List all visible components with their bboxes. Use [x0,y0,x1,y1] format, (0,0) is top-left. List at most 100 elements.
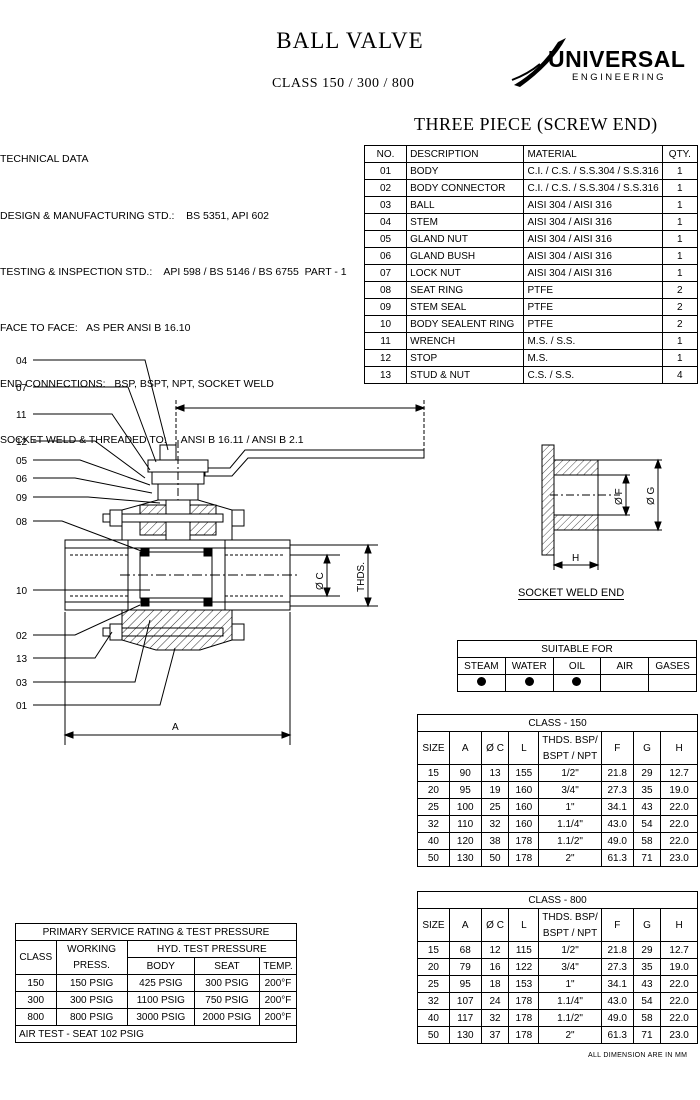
parts-header-material: MATERIAL [523,145,663,163]
dim-header-cell: SIZE [417,908,450,942]
part-no: 06 [363,247,408,265]
callout-10: 10 [16,586,28,597]
pressure-header-class: CLASS [15,940,57,975]
dim-header-cell: G [632,908,662,942]
suitable-dot-icon [524,676,534,686]
dim-cell: 34.1 [600,975,634,993]
dim-cell: 1" [538,798,602,816]
part-material: AISI 304 / AISI 316 [523,264,663,282]
valve-cross-section-drawing: 04 07 11 12 05 06 09 08 10 02 13 03 01 A… [16,356,426,745]
technical-data-line: TESTING & INSPECTION STD.: API 598 / BS … [0,265,347,278]
pressure-cell: 800 [15,1008,57,1026]
dim-f-label: Ø F [614,488,625,505]
suitable-media-row: STEAM WATER OIL AIR GASES [457,657,697,675]
media-air: AIR [600,657,650,675]
pressure-cell: 800 PSIG [55,1008,128,1026]
pressure-cell: 2000 PSIG [193,1008,261,1026]
dim-cell: 22.0 [660,832,698,850]
part-no: 09 [363,298,408,316]
dim-cell: 95 [448,781,482,799]
callout-05: 05 [16,456,28,467]
dim-header-cell: A [448,908,482,942]
part-no: 01 [363,162,408,180]
technical-data-line: SOCKET WELD & THREADED TO: ANSI B 16.11 … [0,433,304,446]
dim-cell: 38 [480,832,510,850]
callout-13: 13 [16,654,28,665]
part-description: GLAND NUT [406,230,525,248]
dim-cell: 22.0 [660,798,698,816]
part-qty: 2 [661,298,699,316]
media-oil: OIL [552,657,602,675]
pressure-cell: 150 [15,974,57,992]
part-material: PTFE [523,315,663,333]
dim-c-label: Ø C [315,572,326,590]
dim-cell: 50 [417,1026,450,1044]
dim-header-cell: F [600,731,634,765]
dim-cell: 49.0 [600,1009,634,1027]
dim-cell: 1" [538,975,602,993]
dim-cell: 32 [480,815,510,833]
dim-cell: 23.0 [660,1026,698,1044]
part-material: AISI 304 / AISI 316 [523,247,663,265]
part-material: AISI 304 / AISI 316 [523,196,663,214]
pressure-cell: 200°F [259,974,297,992]
dim-cell: 15 [417,941,450,959]
part-no: 02 [363,179,408,197]
pressure-cell: 300 PSIG [193,974,261,992]
dim-cell: 178 [508,992,540,1010]
dim-a-label: A [172,722,179,733]
dim-cell: 160 [508,781,540,799]
dim-header-cell: SIZE [417,731,450,765]
part-no: 10 [363,315,408,333]
company-logo: UNIVERSAL ENGINEERING [510,30,690,90]
callout-08: 08 [16,517,28,528]
class-800-title: CLASS - 800 [417,891,698,909]
dim-cell: 100 [448,798,482,816]
pressure-header-temp: TEMP. [259,957,297,975]
part-material: C.I. / C.S. / S.S.304 / S.S.316 [523,162,663,180]
dim-cell: 58 [632,832,662,850]
dim-cell: 22.0 [660,815,698,833]
dim-cell: 16 [480,958,510,976]
dim-cell: 13 [480,764,510,782]
dim-cell: 27.3 [600,958,634,976]
part-qty: 1 [661,196,699,214]
part-material: PTFE [523,281,663,299]
dim-cell: 178 [508,832,540,850]
part-material: AISI 304 / AISI 316 [523,230,663,248]
dim-cell: 21.8 [600,941,634,959]
dim-cell: 2" [538,849,602,867]
dim-cell: 12 [480,941,510,959]
technical-data-line: FACE TO FACE: AS PER ANSI B 16.10 [0,321,191,334]
part-qty: 1 [661,179,699,197]
piece-title: THREE PIECE (SCREW END) [414,114,658,134]
callout-07: 07 [16,383,28,394]
logo-text-engineering: ENGINEERING [572,72,667,83]
callout-01: 01 [16,701,28,712]
technical-data: TECHNICAL DATA DESIGN & MANUFACTURING ST… [0,113,347,468]
dim-cell: 35 [632,781,662,799]
part-description: LOCK NUT [406,264,525,282]
part-material: C.S. / S.S. [523,366,663,384]
dim-cell: 54 [632,815,662,833]
suitable-for-title: SUITABLE FOR [457,640,697,658]
dim-cell: 23.0 [660,849,698,867]
dim-header-cell: H [660,908,698,942]
part-description: BODY [406,162,525,180]
part-qty: 1 [661,332,699,350]
callout-11: 11 [16,410,27,421]
dim-cell: 95 [448,975,482,993]
